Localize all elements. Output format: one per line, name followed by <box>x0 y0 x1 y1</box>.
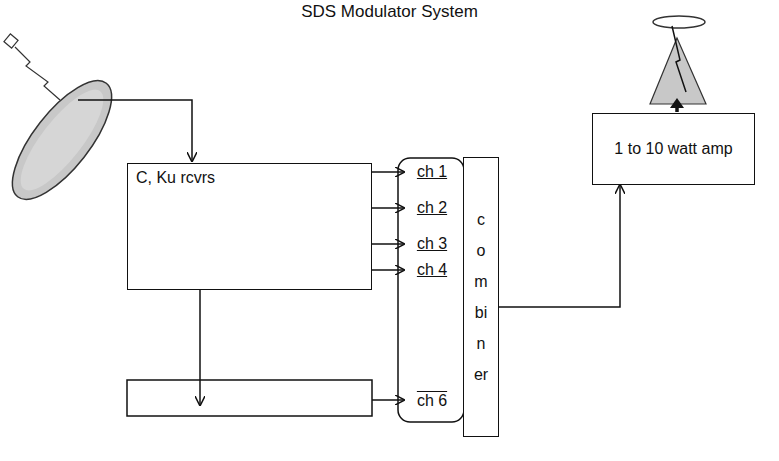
channel-label: ch 2 <box>405 196 459 220</box>
channel-label: ch 4 <box>405 258 459 282</box>
channel-label: ch 3 <box>405 232 459 256</box>
connector-arrow <box>372 207 404 209</box>
diagram-title: SDS Modulator System <box>0 2 779 22</box>
receiver-box <box>127 380 372 416</box>
satellite-dish <box>0 34 128 214</box>
channel-label: ch 1 <box>405 160 459 184</box>
connector-arrow <box>372 269 404 271</box>
channel-group <box>398 158 464 422</box>
combiner-box: combiner <box>463 157 499 437</box>
amplifier-box: 1 to 10 watt amp <box>592 113 755 185</box>
node-label: C, Ku rcvrs <box>136 168 363 188</box>
node-label: ch 3 <box>417 234 447 254</box>
node-label: 1 to 10 watt amp <box>614 139 732 159</box>
antenna <box>650 16 706 112</box>
receiver-stack: C, Ku rcvrs <box>127 163 372 290</box>
connector-arrow <box>372 171 404 173</box>
node-label: ch 2 <box>417 198 447 218</box>
feed-arrow <box>78 100 192 161</box>
vertical-label: combiner <box>473 204 489 390</box>
signal-arrow <box>372 399 404 401</box>
connector-arrow <box>372 243 404 245</box>
node-label: ch 4 <box>417 260 447 280</box>
node-label: ch 6 <box>417 391 447 411</box>
channel-label: ch 6 <box>405 389 459 413</box>
connector-arrow <box>499 185 620 307</box>
node-label: ch 1 <box>417 162 447 182</box>
